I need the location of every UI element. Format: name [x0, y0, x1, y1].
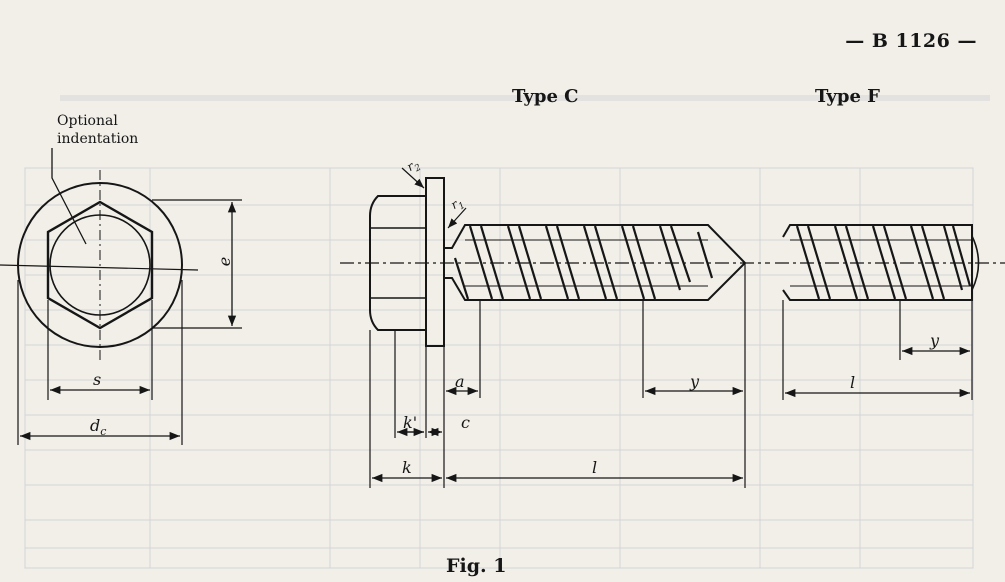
r2-leader	[401, 167, 425, 189]
figure-caption: Fig. 1	[446, 555, 507, 577]
label-k: k	[402, 458, 412, 477]
optional-indentation-note: Optional indentation	[57, 112, 138, 148]
thread-crests	[453, 225, 714, 300]
label-c: c	[461, 413, 470, 432]
standard-number: — B 1126 —	[845, 30, 977, 52]
type-f-envelope	[782, 224, 973, 301]
label-y-type-f: y	[930, 331, 940, 350]
label-l-type-f: l	[850, 373, 856, 392]
label-a: a	[455, 372, 465, 391]
hex-head-outline	[369, 195, 427, 331]
type-f-thread-crests	[795, 225, 972, 300]
label-s: s	[93, 370, 102, 389]
end-view-centerline-h	[0, 264, 199, 271]
label-k-prime: k'	[403, 413, 418, 432]
type-c-side-view	[340, 167, 770, 488]
type-f-label: Type F	[815, 86, 880, 107]
label-y-type-c: y	[690, 372, 700, 391]
washer-flange	[425, 177, 445, 347]
label-l-type-c: l	[592, 458, 598, 477]
r1-leader	[447, 207, 467, 229]
hex-outline	[46, 200, 154, 330]
label-dc: dc	[90, 416, 107, 439]
end-view	[0, 148, 242, 445]
type-f-side-view	[775, 224, 1005, 400]
label-e: e	[215, 256, 235, 267]
note-line-2: indentation	[57, 131, 139, 147]
note-line-1: Optional	[57, 113, 118, 129]
type-c-label: Type C	[512, 86, 579, 107]
